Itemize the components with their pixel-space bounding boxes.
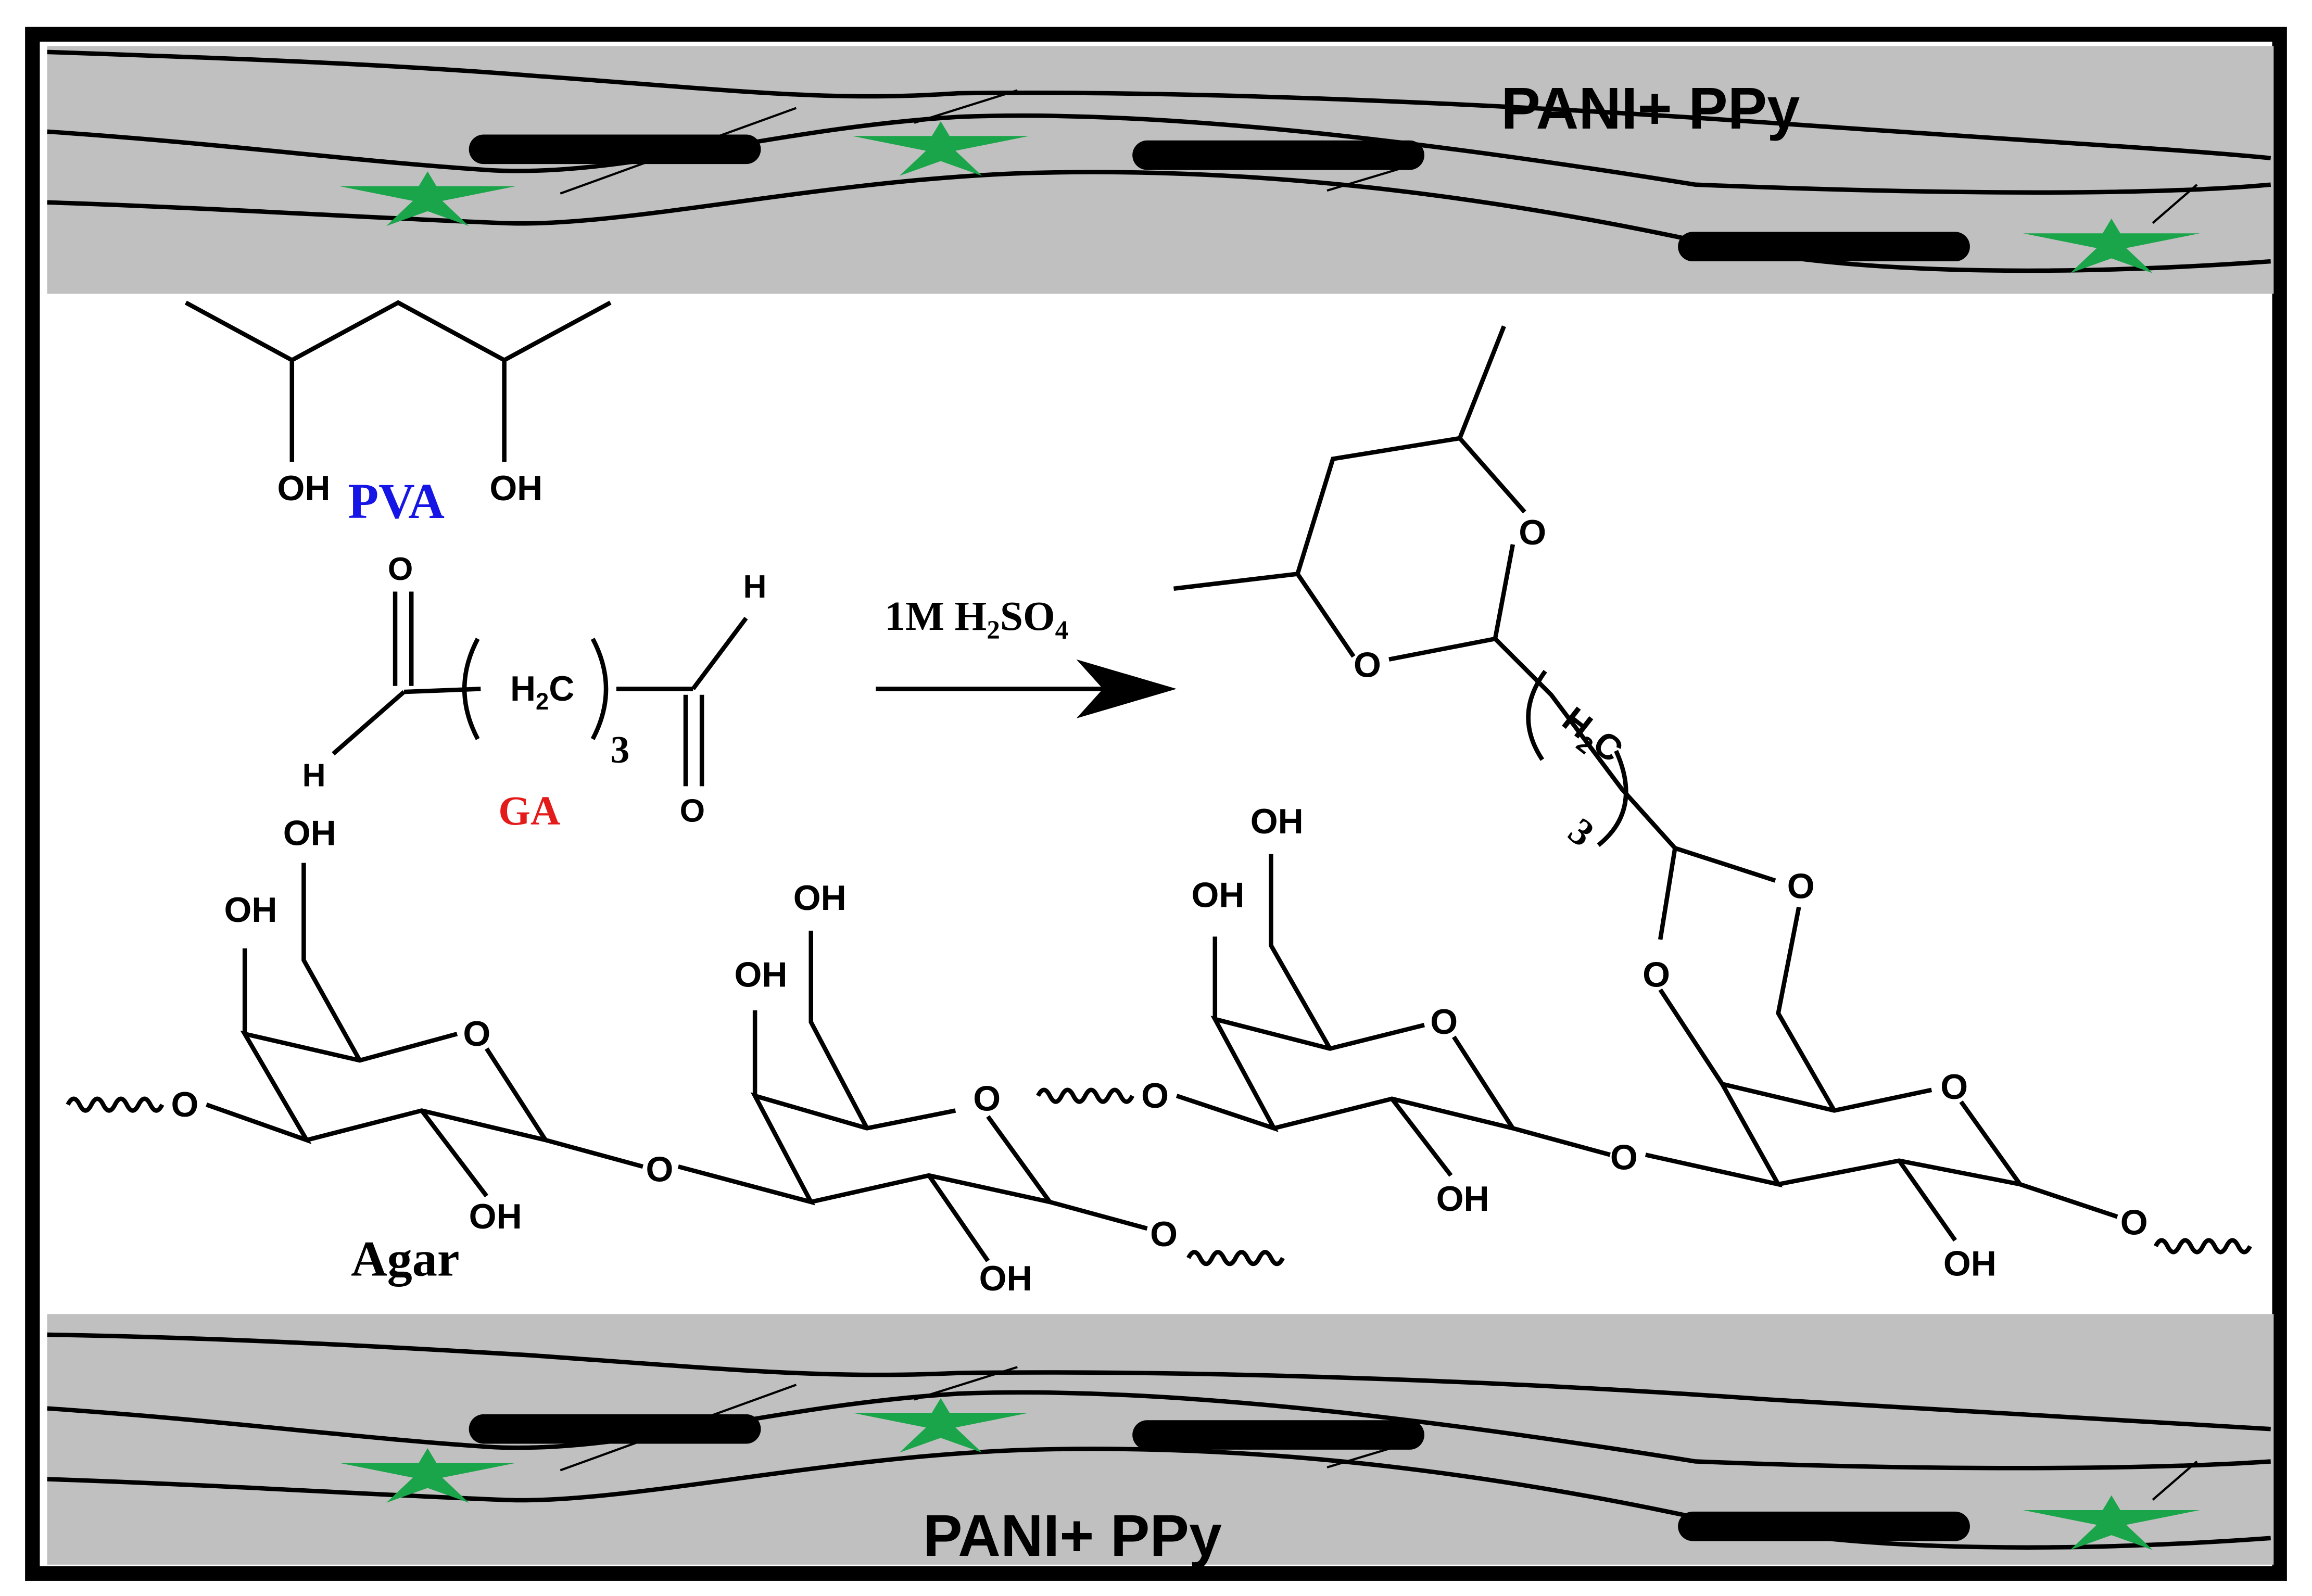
ga-o-left: O: [388, 551, 413, 587]
product-wave-o-right: O: [2120, 1202, 2148, 1242]
ga-o-right: O: [680, 793, 705, 829]
agar-glyco-o: O: [646, 1149, 674, 1189]
agar-wave-o-left: O: [171, 1085, 199, 1124]
product-glyco-o: O: [1610, 1138, 1638, 1177]
conductive-rod-3: [1678, 232, 1970, 262]
product-ring2-o: O: [1940, 1067, 1968, 1107]
product-oh-r1-c4: OH: [1191, 876, 1244, 915]
agar-oh-r1-c4: OH: [224, 890, 277, 930]
agar-oh-r2-c2: OH: [979, 1259, 1032, 1298]
ga-h-left: H: [302, 757, 326, 793]
bottom-electrode-layer: PANI+ PPy: [47, 1314, 2274, 1569]
agar-ring2-o: O: [973, 1079, 1001, 1118]
agar-wave-o-right: O: [1150, 1214, 1178, 1254]
ga-h-right: H: [743, 569, 766, 605]
pva-label: PVA: [348, 473, 444, 529]
reaction-condition: 1M H2SO4: [885, 593, 1068, 645]
agar-ring1-o: O: [463, 1014, 490, 1054]
ga-ch2-group: H2C: [510, 669, 574, 715]
conductive-rod-2: [1132, 140, 1424, 170]
ga-repeat-count: 3: [611, 728, 630, 771]
product-acetal-o-left: O: [1643, 955, 1670, 995]
reaction-arrow-group: 1M H2SO4: [876, 593, 1177, 719]
top-electrode-layer: PANI+ PPy: [47, 46, 2274, 294]
ga-structure: O O H H H2C 3 GA: [302, 551, 767, 834]
ga-label: GA: [498, 788, 560, 834]
product-wave-o-left: O: [1141, 1076, 1169, 1116]
pva-structure: OH OH PVA: [184, 300, 612, 529]
pva-bonds: [184, 300, 612, 462]
product-oh-r2-c2: OH: [1943, 1244, 1997, 1284]
product-ring-o-bottom: O: [1354, 645, 1381, 685]
product-oh-r1-c2: OH: [1436, 1179, 1489, 1219]
product-ring-o-top: O: [1519, 513, 1546, 552]
agar-oh-r2-ch2: OH: [793, 878, 847, 918]
ga-bonds: [332, 591, 748, 787]
electrode-label-bottom: PANI+ PPy: [923, 1503, 1222, 1569]
product-oh-r1-ch2: OH: [1250, 802, 1304, 841]
agar-structure: O O O O O OH OH OH OH OH OH Agar: [68, 814, 1283, 1298]
product-acetal-o-right: O: [1787, 867, 1815, 906]
reaction-arrow-head: [1076, 659, 1177, 719]
electrode-label-top: PANI+ PPy: [1501, 75, 1800, 142]
conductive-rod-1: [469, 134, 761, 164]
pva-oh-right: OH: [489, 468, 542, 508]
agar-oh-r1-c2: OH: [469, 1197, 522, 1236]
agar-oh-r1-ch2: OH: [283, 814, 336, 853]
agar-label: Agar: [351, 1231, 460, 1287]
pva-oh-left: OH: [277, 468, 330, 508]
agar-oh-r2-c4: OH: [734, 955, 787, 995]
conductive-rod-4: [469, 1414, 761, 1444]
conductive-rod-5: [1132, 1420, 1424, 1450]
conductive-rod-6: [1678, 1511, 1970, 1541]
product-ring1-o: O: [1430, 1002, 1458, 1042]
